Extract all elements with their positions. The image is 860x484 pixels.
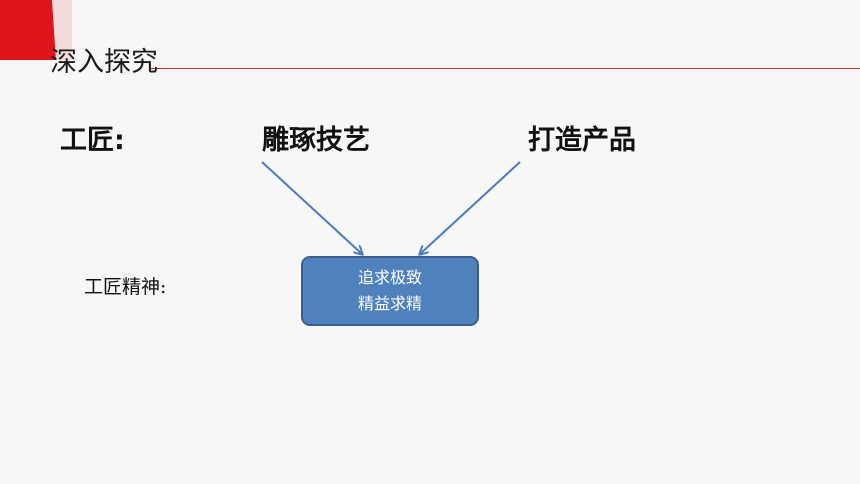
box-line-1: 追求极致 bbox=[357, 268, 422, 287]
slide-title: 深入探究 bbox=[50, 47, 158, 78]
arrow-left bbox=[261, 161, 362, 254]
box-line-2: 精益求精 bbox=[357, 294, 422, 313]
spirit-box: 追求极致 精益求精 bbox=[301, 256, 479, 326]
craftsman-spirit-label: 工匠精神: bbox=[84, 276, 167, 298]
arrow-right bbox=[420, 161, 521, 254]
corner-decoration bbox=[0, 0, 72, 60]
title-underline bbox=[150, 68, 860, 69]
item-make-products: 打造产品 bbox=[528, 125, 636, 156]
craftsman-label: 工匠: bbox=[60, 125, 125, 156]
item-carve-skills: 雕琢技艺 bbox=[262, 125, 370, 156]
